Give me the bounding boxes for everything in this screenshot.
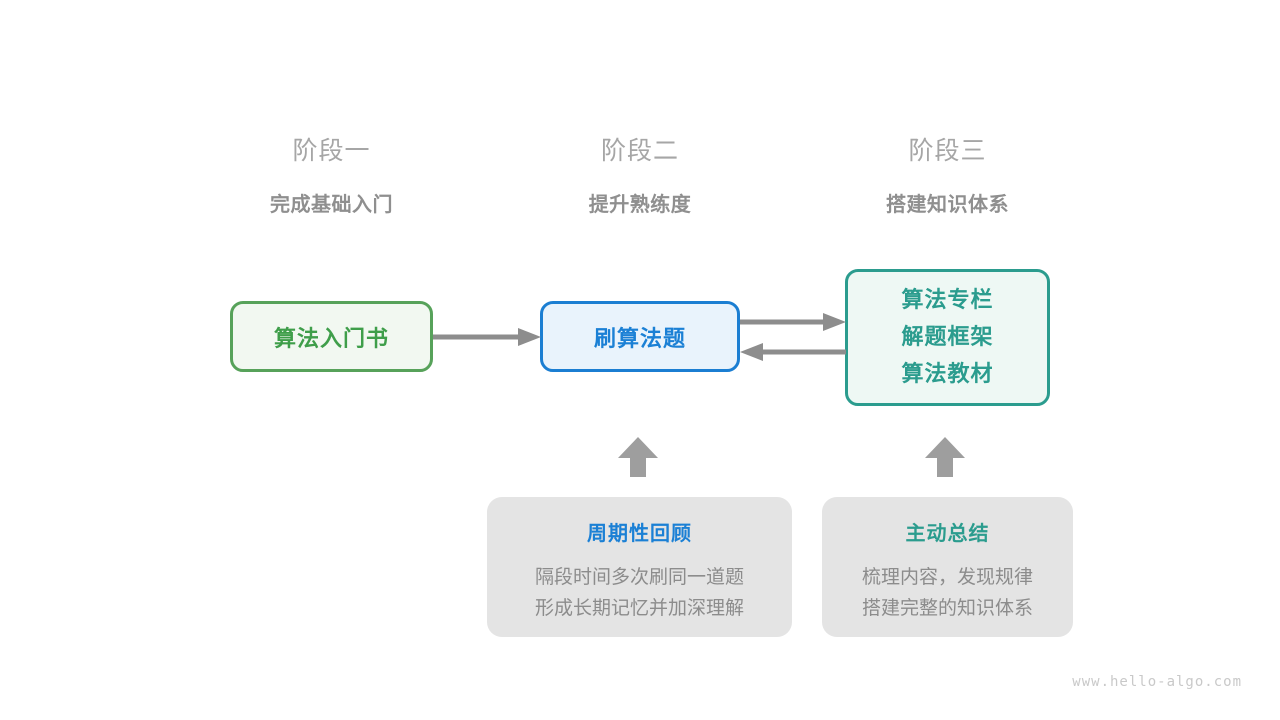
node-resources-line3: 算法教材 [901,362,994,387]
node-intro-book-label: 算法入门书 [273,326,389,352]
stage3-label: 阶段三 [908,136,987,165]
stage2-label: 阶段二 [600,136,679,165]
callout-active-summary-line1: 梳理内容，发现规律 [861,566,1033,588]
stage1-label: 阶段一 [292,136,371,165]
stage3-header: 阶段三 搭建知识体系 [845,131,1050,217]
stage2-header: 阶段二 提升熟练度 [540,131,740,217]
node-resources-line2: 解题框架 [901,325,994,350]
node-intro-book: 算法入门书 [230,301,433,372]
stage3-subtitle: 搭建知识体系 [886,192,1009,216]
stage1-header: 阶段一 完成基础入门 [230,131,433,217]
arrow-up-summarize-icon [925,437,965,477]
watermark: www.hello-algo.com [1072,674,1242,690]
callout-periodic-review-line2: 形成长期记忆并加深理解 [534,597,744,619]
arrow-resources-to-practice-icon [740,343,846,361]
arrow-up-review-icon [618,437,658,477]
arrow-intro-to-practice-icon [433,328,541,346]
callout-periodic-review-body: 隔段时间多次刷同一道题 形成长期记忆并加深理解 [487,562,792,624]
node-practice-problems-label: 刷算法题 [593,326,686,352]
node-resources: 算法专栏 解题框架 算法教材 [845,269,1050,406]
node-practice-problems: 刷算法题 [540,301,740,372]
callout-active-summary-body: 梳理内容，发现规律 搭建完整的知识体系 [822,562,1073,624]
stage1-subtitle: 完成基础入门 [270,192,393,216]
arrow-practice-to-resources-icon [740,313,846,331]
callout-active-summary-line2: 搭建完整的知识体系 [861,597,1033,619]
node-resources-line1: 算法专栏 [901,288,994,313]
callout-periodic-review-line1: 隔段时间多次刷同一道题 [534,566,744,588]
callout-active-summary-title: 主动总结 [905,521,990,545]
callout-active-summary: 主动总结 梳理内容，发现规律 搭建完整的知识体系 [822,497,1073,637]
stage2-subtitle: 提升熟练度 [588,192,692,216]
callout-periodic-review-title: 周期性回顾 [587,521,692,545]
callout-periodic-review: 周期性回顾 隔段时间多次刷同一道题 形成长期记忆并加深理解 [487,497,792,637]
